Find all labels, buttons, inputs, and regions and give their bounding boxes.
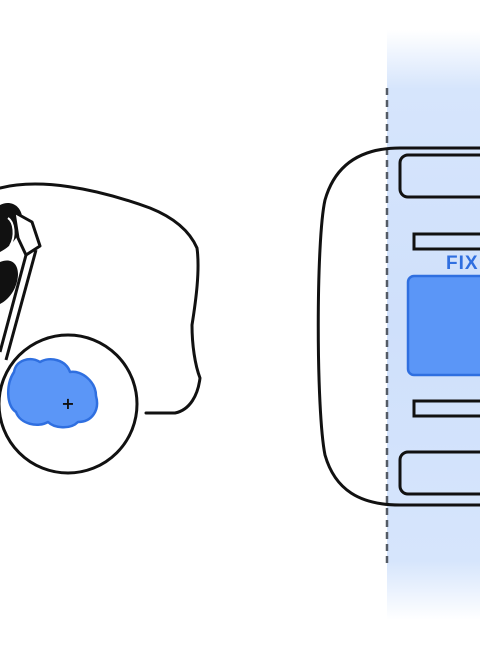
fix-panel — [406, 274, 480, 377]
left-panel: + — [0, 182, 202, 475]
defect-blob — [7, 358, 99, 429]
steering-mechanism-icon — [0, 203, 42, 361]
lower-thin-bar — [412, 399, 480, 418]
fix-label: FIX — [446, 253, 479, 274]
zoom-marker-plus: + — [61, 394, 74, 413]
top-window-panel — [398, 153, 480, 199]
upper-thin-bar — [412, 232, 480, 251]
vehicle-side-outline — [0, 182, 202, 415]
bottom-window-panel — [398, 450, 480, 496]
vehicle-top-outline — [316, 146, 480, 507]
right-panel: FIX — [316, 30, 480, 620]
